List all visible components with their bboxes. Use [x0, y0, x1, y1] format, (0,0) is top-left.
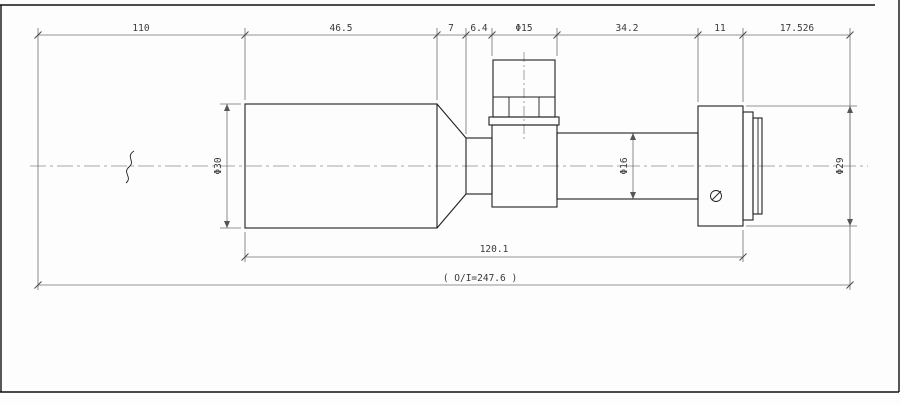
dimension-label: 34.2 [616, 23, 639, 34]
break-symbol [125, 150, 135, 184]
set-screw-circle [710, 190, 722, 202]
main-body-outline [244, 103, 438, 229]
dimension-labels: 110 46.5 7 6.4 Φ15 34.2 11 17.526 Φ30 Φ1… [132, 23, 846, 284]
centerlines [30, 52, 868, 167]
dimension-tick [488, 31, 496, 39]
dimension-label: 110 [132, 23, 149, 34]
dimension-tick [433, 31, 441, 39]
dimension-ticks [34, 31, 854, 289]
overall-length-label: ( O/I=247.6 ) [443, 273, 517, 284]
dimension-tick [739, 253, 747, 261]
dimension-tick [553, 31, 561, 39]
dimension-tick [846, 31, 854, 39]
taper-top-line [436, 103, 467, 139]
dimension-label: 46.5 [330, 23, 353, 34]
part-outline [125, 59, 763, 229]
section-length-label: 120.1 [480, 244, 509, 255]
dimension-tick [241, 31, 249, 39]
taper-bottom-line [436, 193, 467, 229]
set-screw-slot-line [711, 190, 722, 201]
dimension-label: 7 [448, 23, 454, 34]
dimension-label: 11 [714, 23, 726, 34]
dimension-arrows [224, 104, 853, 228]
dimension-tick [846, 281, 854, 289]
dimension-lines [38, 34, 851, 286]
arrow-up [224, 104, 230, 111]
shaft-diameter-label: Φ16 [619, 157, 630, 174]
body-diameter-label: Φ30 [213, 157, 224, 174]
rear-diameter-label: Φ29 [835, 157, 846, 174]
arrow-down [847, 219, 853, 226]
extension-lines [37, 28, 857, 290]
dimension-label: 17.526 [780, 23, 815, 34]
rear-mount-outline [752, 117, 763, 215]
dimension-tick [462, 31, 470, 39]
dimension-tick [739, 31, 747, 39]
dimension-tick [241, 253, 249, 261]
arrow-up [630, 133, 636, 140]
arrow-up [847, 106, 853, 113]
dimension-tick [34, 281, 42, 289]
dimension-tick [34, 31, 42, 39]
port-diameter-label: Φ15 [515, 23, 532, 34]
dimension-tick [694, 31, 702, 39]
arrow-down [224, 221, 230, 228]
sheet-frame [0, 0, 900, 393]
arrow-down [630, 192, 636, 199]
dimension-label: 6.4 [470, 23, 487, 34]
